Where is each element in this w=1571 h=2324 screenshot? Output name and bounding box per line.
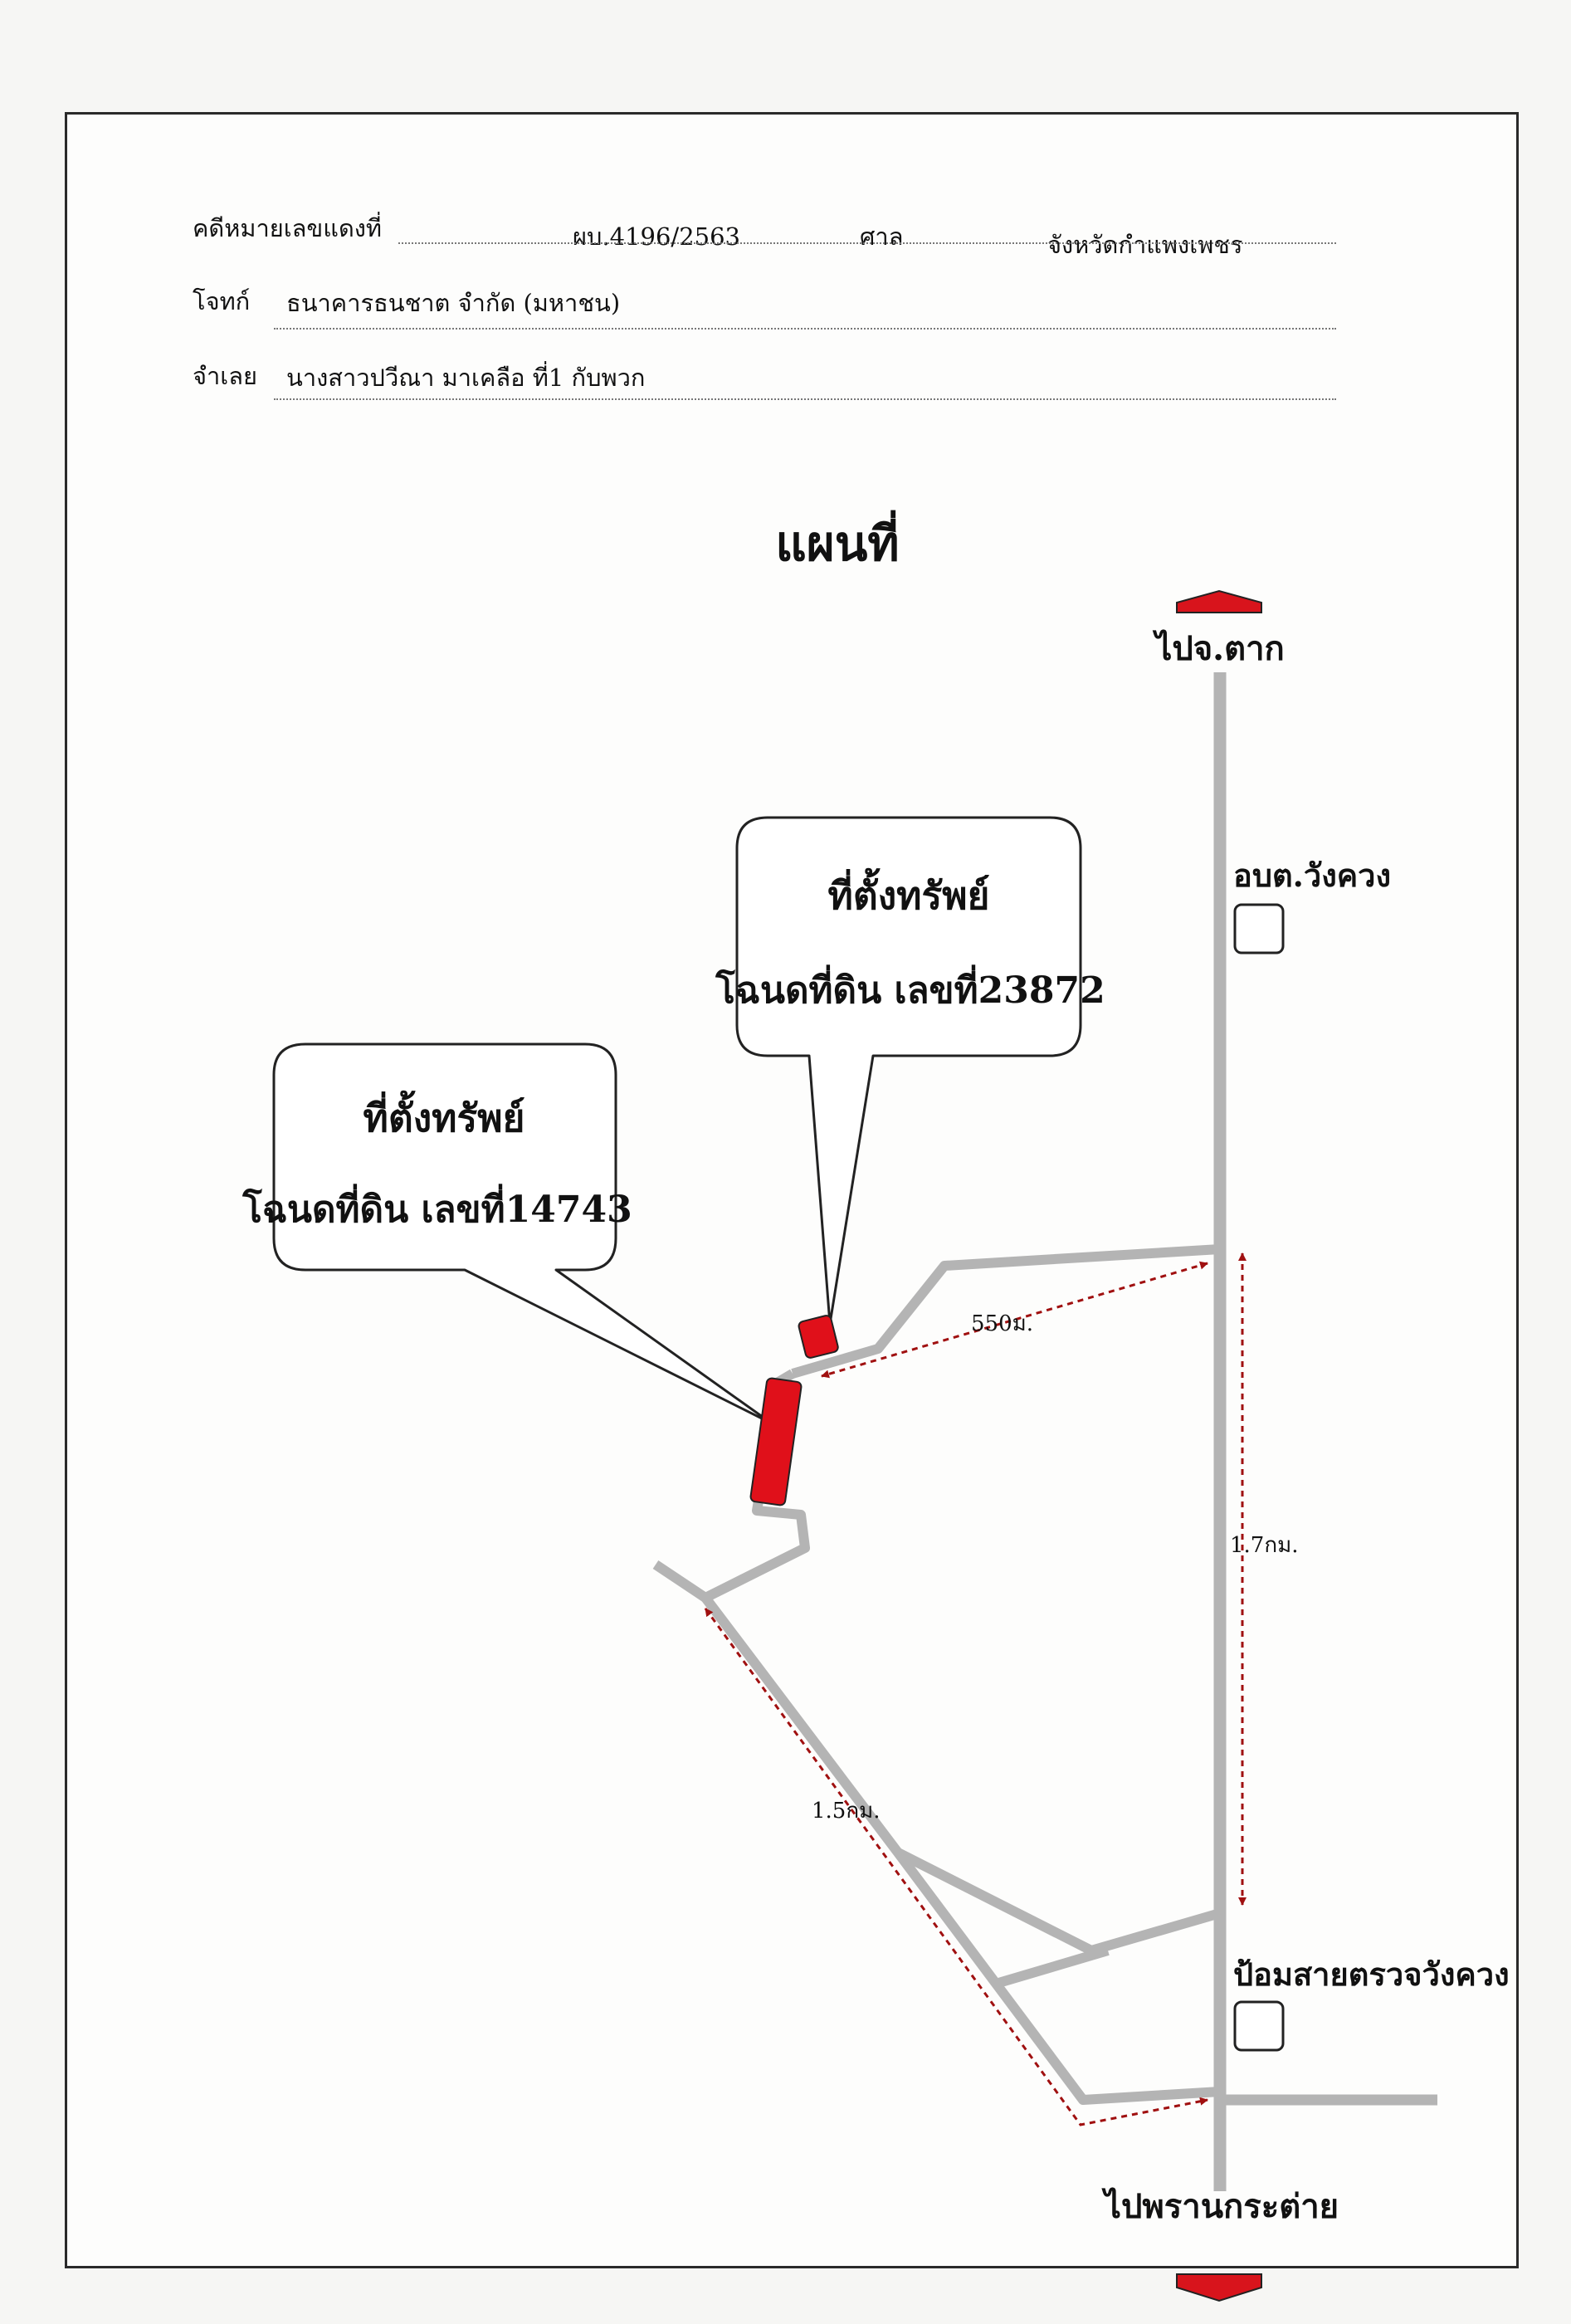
cross-road-lower [994,1946,1110,1989]
main-road-distance-label: 1.7กม. [1230,1533,1299,1558]
diagonal-road [701,1594,1221,2105]
side-road-distance-line [821,1261,1208,1379]
south-destination-label: ไปพรานกระต่าย [1101,2187,1339,2226]
landmark-bottom-label: ป้อมสายตรวจวังควง [1233,1955,1510,1993]
case-number-value: ผบ.4196/2563 [573,222,740,251]
diagonal-distance-label: 1.5กม. [812,1799,881,1824]
case-dotted-line [398,242,1336,244]
map-title: แผนที่ [775,510,899,572]
callout-b-deed: โฉนดที่ดิน เลขที่14743 [242,1184,632,1231]
diagonal-distance-line [704,1608,1208,2126]
plaintiff-label: โจทก์ [193,287,251,315]
north-arrow-icon [1176,589,1262,613]
landmark-top-label: อบต.วังควง [1233,857,1391,894]
defendant-name: นางสาวปวีณา มาเคลือ ที่1 กับพวก [286,364,646,392]
callout-parcel-14743 [272,1042,773,1425]
defendant-label: จำเลย [193,362,257,390]
cross-road-upper [895,1848,1222,1955]
landmark-bottom-marker [1233,2000,1285,2052]
parcel-23872 [798,1315,839,1359]
court-label: ศาล [860,222,904,251]
case-number-label: คดีหมายเลขแดงที่ [193,214,383,242]
plaintiff-dotted-line [274,328,1336,330]
callout-a-deed: โฉนดที่ดิน เลขที่23872 [715,964,1105,1012]
callout-a-title: ที่ตั้งทรัพย์ [828,867,990,918]
north-destination-label: ไปจ.ตาก [1152,629,1285,668]
side-road-distance-label: 550ม. [971,1311,1033,1336]
plaintiff-name: ธนาคารธนชาต จำกัด (มหาชน) [286,289,621,317]
landmark-top-marker [1233,903,1285,954]
south-arrow-icon [1176,2273,1262,2302]
callout-b-title: ที่ตั้งทรัพย์ [363,1090,525,1140]
defendant-dotted-line [274,398,1336,400]
parcel-14743 [749,1377,803,1506]
court-name: จังหวัดกำแพงเพชร [1047,231,1243,259]
